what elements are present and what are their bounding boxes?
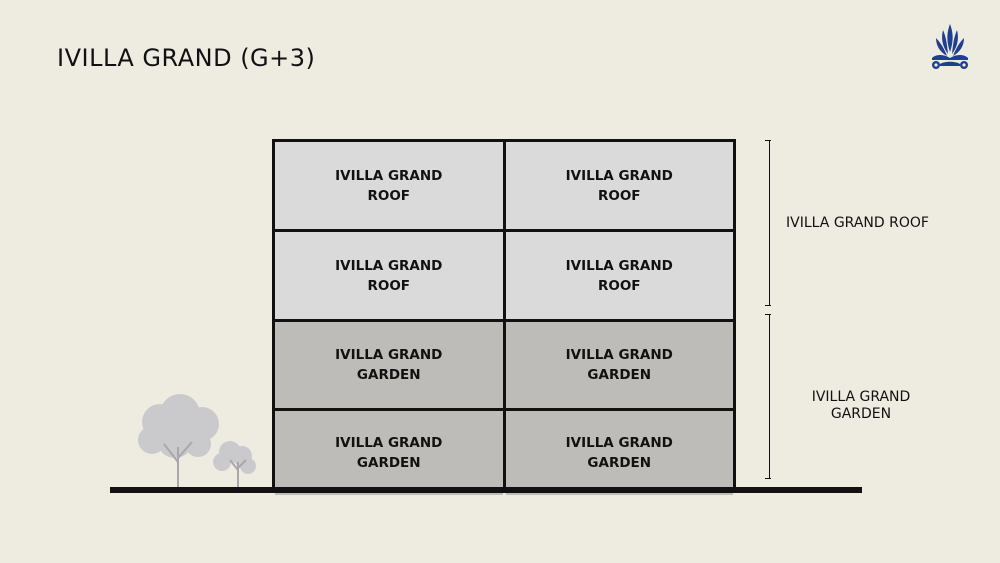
roof-side-label: IVILLA GRAND ROOF: [786, 215, 929, 231]
page-title: IVILLA GRAND (G+3): [57, 44, 316, 72]
unit-roof-level2-left: IVILLA GRAND ROOF: [275, 232, 503, 319]
unit-roof-level3-left: IVILLA GRAND ROOF: [275, 142, 503, 229]
ground-line: [110, 487, 862, 493]
unit-garden-level1-left: IVILLA GRAND GARDEN: [275, 322, 503, 408]
unit-roof-level2-right: IVILLA GRAND ROOF: [505, 232, 733, 319]
unit-garden-level0-right: IVILLA GRAND GARDEN: [505, 411, 733, 495]
roof-bracket: [763, 140, 771, 306]
unit-garden-level0-left: IVILLA GRAND GARDEN: [275, 411, 503, 495]
garden-bracket: [763, 314, 771, 479]
garden-side-label: IVILLA GRAND GARDEN: [811, 389, 911, 422]
building-elevation: IVILLA GRAND ROOF IVILLA GRAND ROOF IVIL…: [272, 139, 736, 495]
unit-roof-level3-right: IVILLA GRAND ROOF: [505, 142, 733, 229]
brand-logo-icon: [932, 24, 968, 69]
trees-illustration: [138, 394, 256, 488]
unit-garden-level1-right: IVILLA GRAND GARDEN: [505, 322, 733, 408]
